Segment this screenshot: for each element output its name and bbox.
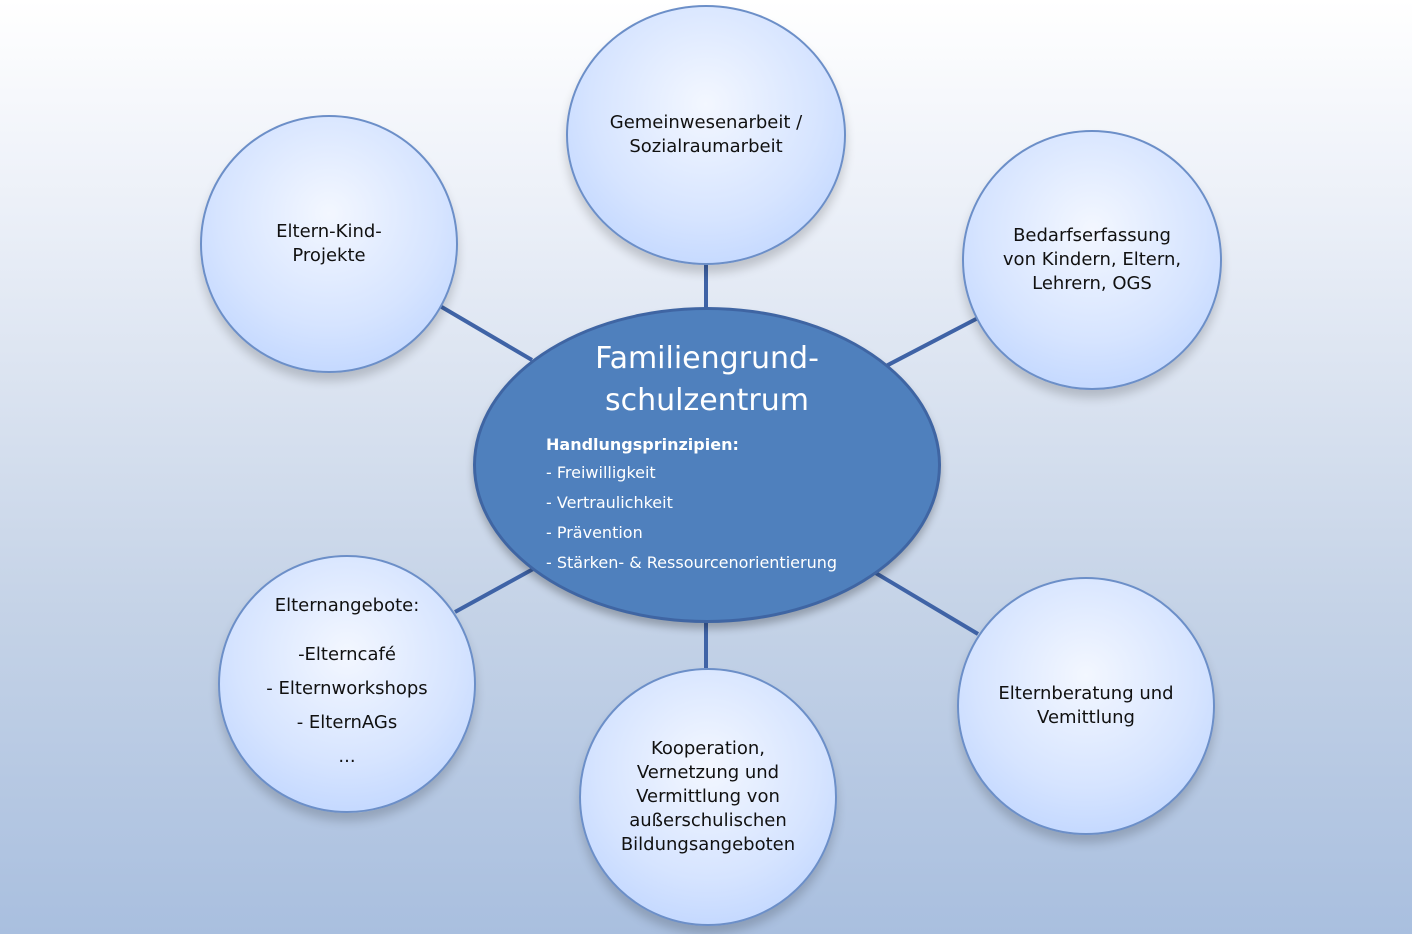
node-line: Lehrern, OGS: [1032, 273, 1152, 294]
node-bedarfserfassung-text: Bedarfserfassung von Kindern, Eltern, Le…: [1003, 224, 1181, 296]
node-elternberatung: Elternberatung und Vemittlung: [957, 577, 1215, 835]
node-eltern-kind-text: Eltern-Kind- Projekte: [276, 220, 382, 268]
node-elternangebote-text: Elternangebote: -Elterncafé - Elternwork…: [266, 594, 427, 774]
connector-elternangebote: [454, 566, 536, 614]
node-line: Sozialraumarbeit: [629, 136, 783, 157]
node-elternangebote: Elternangebote: -Elterncafé - Elternwork…: [218, 555, 476, 813]
node-line: - Elternworkshops: [266, 678, 428, 699]
connector-bedarfserfassung: [885, 316, 979, 368]
center-title: Familiengrund- schulzentrum: [476, 338, 938, 422]
node-kooperation-text: Kooperation, Vernetzung und Vermittlung …: [621, 737, 795, 857]
node-bedarfserfassung: Bedarfserfassung von Kindern, Eltern, Le…: [962, 130, 1222, 390]
node-line: - ElternAGs: [296, 712, 398, 733]
node-gemeinwesenarbeit-text: Gemeinwesenarbeit / Sozialraumarbeit: [610, 111, 802, 159]
node-line: Kooperation,: [650, 738, 766, 759]
node-line: Bedarfserfassung: [1013, 225, 1171, 246]
node-line: -Elterncafé: [298, 644, 396, 665]
node-line: Vemittlung: [1037, 707, 1135, 728]
node-line: Bildungsangeboten: [620, 834, 796, 855]
principle-item: - Freiwilligkeit: [546, 463, 656, 482]
center-node: Familiengrund- schulzentrum Handlungspri…: [473, 307, 941, 623]
node-line: von Kindern, Eltern,: [1002, 249, 1182, 270]
node-line: Vernetzung und: [636, 762, 780, 783]
node-line: ...: [338, 746, 356, 767]
node-line: Elternangebote:: [274, 595, 420, 616]
node-line: Elternberatung und: [998, 683, 1174, 704]
connector-elternberatung: [872, 570, 980, 636]
node-line: Eltern-Kind-: [276, 221, 382, 242]
node-line: Gemeinwesenarbeit /: [609, 112, 803, 133]
node-eltern-kind-projekte: Eltern-Kind- Projekte: [200, 115, 458, 373]
node-line: Projekte: [292, 245, 366, 266]
principles-list: Handlungsprinzipien: - Freiwilligkeit - …: [546, 432, 837, 578]
principle-item: - Prävention: [546, 523, 643, 542]
principle-item: - Vertraulichkeit: [546, 493, 673, 512]
node-elternberatung-text: Elternberatung und Vemittlung: [998, 682, 1173, 730]
center-title-line-2: schulzentrum: [604, 383, 810, 418]
connector-eltern-kind: [438, 304, 534, 362]
node-gemeinwesenarbeit: Gemeinwesenarbeit / Sozialraumarbeit: [566, 5, 846, 265]
principles-heading: Handlungsprinzipien:: [546, 435, 739, 454]
node-line: außerschulischen: [629, 810, 787, 831]
node-kooperation: Kooperation, Vernetzung und Vermittlung …: [579, 668, 837, 926]
node-line: Vermittlung von: [636, 786, 780, 807]
principle-item: - Stärken- & Ressourcenorientierung: [546, 553, 837, 572]
center-title-line-1: Familiengrund-: [595, 341, 819, 376]
